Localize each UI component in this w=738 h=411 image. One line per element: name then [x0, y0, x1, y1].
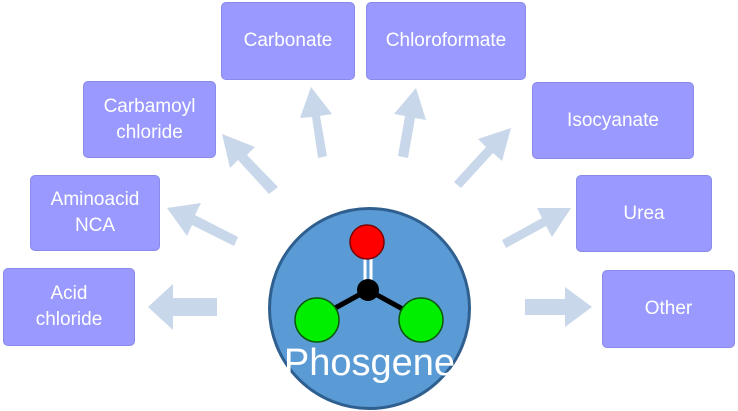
- arrow-other: [525, 287, 592, 327]
- product-label: Carbonate: [243, 30, 333, 51]
- product-box-urea: Urea: [576, 175, 712, 252]
- product-label: Aminoacid NCA: [50, 189, 140, 236]
- product-label: Carbamoyl chloride: [103, 95, 196, 143]
- arrow-chloroformate: [394, 88, 426, 158]
- product-box-carbamoyl-chloride: Carbamoyl chloride: [83, 81, 216, 158]
- arrow-carbamoyl-chloride: [222, 134, 278, 194]
- product-box-other: Other: [602, 270, 735, 348]
- hub-label: Phosgene: [283, 342, 456, 384]
- chlorine-atom: [398, 297, 444, 343]
- product-label: Acid chloride: [35, 283, 103, 330]
- product-box-aminoacid-nca: Aminoacid NCA: [30, 175, 160, 251]
- arrow-urea: [502, 208, 571, 248]
- arrow-carbonate: [300, 87, 332, 158]
- arrow-isocyanate: [454, 128, 511, 188]
- product-box-carbonate: Carbonate: [221, 2, 355, 80]
- product-box-chloroformate: Chloroformate: [366, 2, 526, 80]
- product-box-acid-chloride: Acid chloride: [3, 268, 135, 346]
- product-label: Isocyanate: [567, 109, 659, 131]
- oxygen-atom: [349, 224, 385, 260]
- hub-circle: [268, 207, 471, 410]
- product-box-isocyanate: Isocyanate: [532, 82, 694, 159]
- carbon-atom: [357, 279, 379, 301]
- product-label: Urea: [623, 202, 665, 224]
- arrow-aminoacid-nca: [167, 203, 238, 246]
- product-label: Other: [644, 298, 693, 319]
- phosgene-hub: [268, 207, 471, 410]
- chlorine-atom: [294, 297, 340, 343]
- product-label: Chloroformate: [385, 30, 507, 51]
- arrow-acid-chloride: [148, 284, 217, 330]
